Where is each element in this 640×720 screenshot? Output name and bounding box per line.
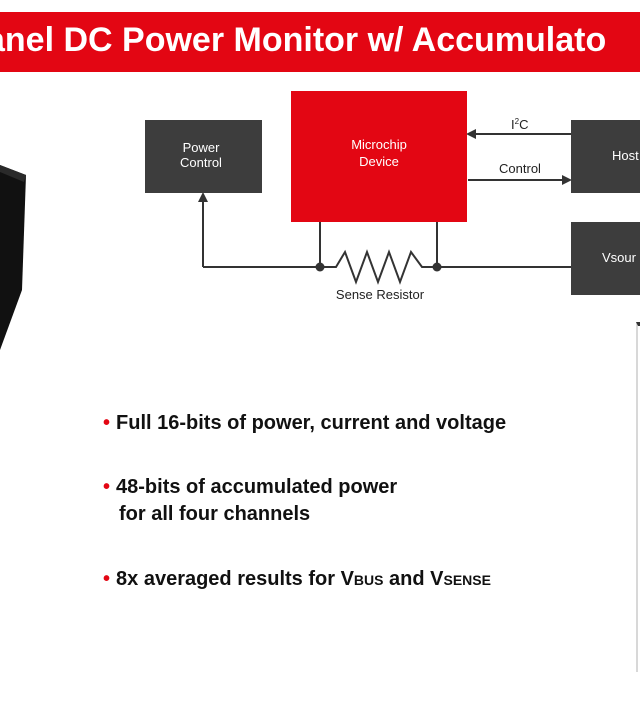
circuit-wires [202,133,572,268]
bullet-dot: • [103,412,111,434]
device-photo [0,165,26,350]
bullet-dot: • [103,568,111,590]
bullet-dot: • [103,476,111,498]
bullet-text-3-sub-sense: SENSE [443,572,491,588]
bullet-text-3-sub-bus: BUS [353,572,384,588]
host-block [571,120,640,193]
microchip-device-label-line2: Device [359,154,399,169]
arrow-right-icon [562,175,572,185]
microchip-device-label-line1: Microchip [351,137,407,152]
sense-resistor-label: Sense Resistor [336,287,425,302]
bullet-text-2-line1: 48-bits of accumulated power [116,476,398,498]
power-control-label-line2: Control [180,155,222,170]
junction-dot-right [432,262,442,272]
vsource-label: Vsour [602,250,637,265]
sense-resistor-icon [320,249,437,285]
arrow-left-icon [466,129,476,139]
bullet-text-3-prefix: 8x averaged results for V [116,568,354,590]
i2c-label: I2C [511,117,528,132]
side-panel-edge [636,322,640,672]
bullet-item-3: •8x averaged results for VBUS and VSENSE [103,566,491,594]
control-label: Control [499,161,541,176]
bullet-text-2-line2: for all four channels [119,503,311,525]
bullet-item-2: •48-bits of accumulated power for all fo… [103,474,397,528]
bullet-text-1: Full 16-bits of power, current and volta… [116,412,507,434]
power-control-label-line1: Power [183,140,221,155]
bullet-item-1: •Full 16-bits of power, current and volt… [103,410,506,437]
junction-dot-left [315,262,325,272]
slide-title: anel DC Power Monitor w/ Accumulato [0,21,607,59]
vsource-block [571,222,640,295]
title-bar: anel DC Power Monitor w/ Accumulato [0,12,640,72]
arrow-up-icon [198,192,208,202]
host-label: Host [612,148,639,163]
bullet-text-3-mid: and V [383,568,444,590]
microchip-device-block [291,91,467,222]
power-control-block [145,120,262,193]
